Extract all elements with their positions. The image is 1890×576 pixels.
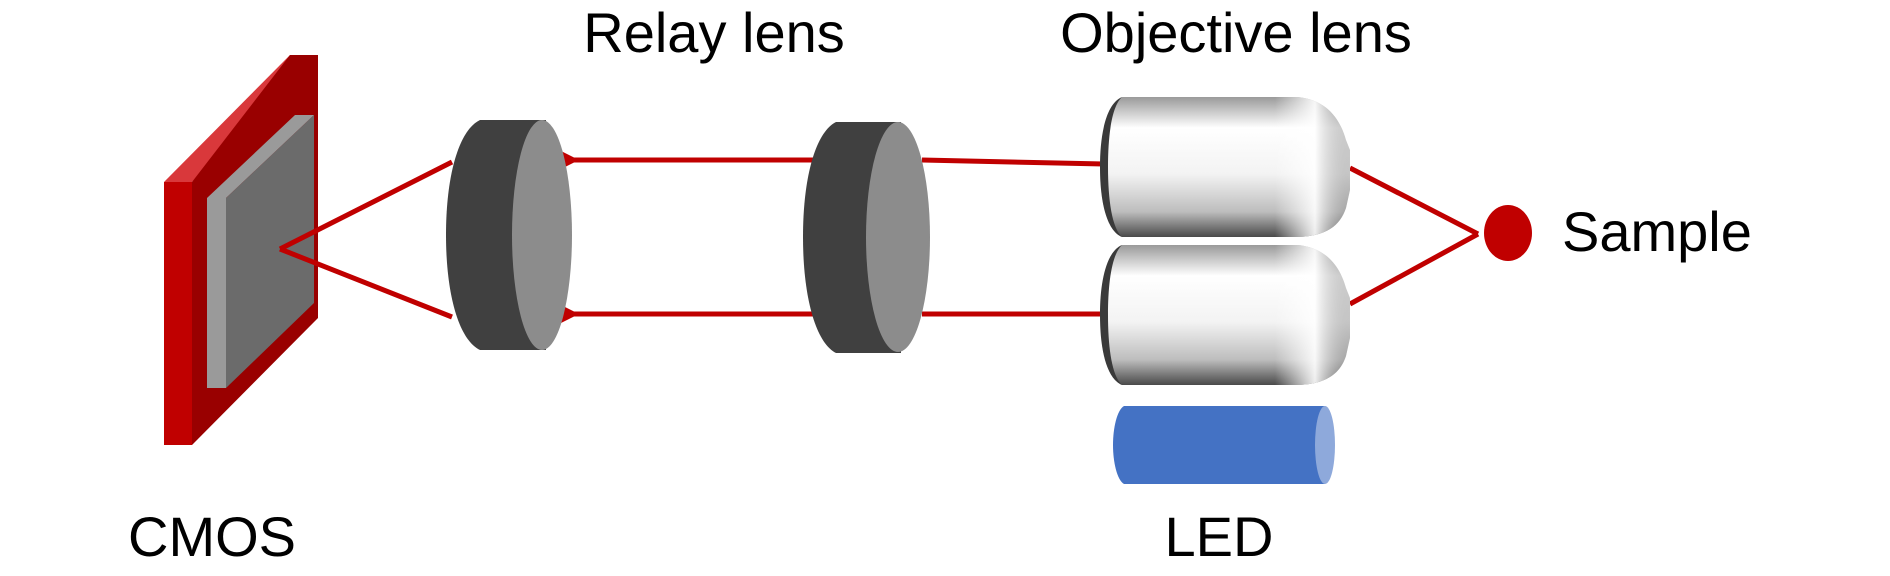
cmos-label: CMOS [128, 505, 296, 568]
relay-lens-1-face [512, 120, 572, 350]
beam-paths [278, 140, 1480, 334]
objective-lens-top-shine [1100, 97, 1350, 237]
cmos-chip [226, 115, 314, 388]
relay-lens-1 [446, 120, 572, 350]
relay-lens-label: Relay lens [583, 1, 844, 64]
objective-lens-top [1100, 97, 1350, 237]
relay-lens-2-face [866, 122, 930, 352]
beam-sample-to-bottom-objective [1348, 231, 1480, 307]
beam-top-objective-to-relay2 [921, 157, 1105, 167]
cmos-frame-front [164, 182, 192, 445]
led-cap [1315, 406, 1335, 484]
led-body [1113, 406, 1325, 484]
relay-lens-2 [803, 122, 930, 353]
sample-dot [1484, 205, 1532, 261]
led-label: LED [1165, 505, 1274, 568]
objective-lens-bottom-edge [1100, 245, 1122, 385]
objective-lens-label: Objective lens [1060, 1, 1412, 64]
cmos-sensor [164, 55, 318, 445]
beam-sample-to-top-objective [1348, 165, 1480, 237]
objective-lens-bottom [1100, 245, 1350, 385]
objective-lens-bottom-shine [1100, 245, 1350, 385]
led [1113, 406, 1335, 484]
sample-label: Sample [1562, 200, 1752, 263]
beam-relay1-to-cmos-top [278, 159, 454, 252]
objective-lens-top-edge [1100, 97, 1122, 237]
beam-relay1-to-cmos-bottom [279, 246, 453, 320]
cmos-chip-edge [207, 115, 314, 388]
